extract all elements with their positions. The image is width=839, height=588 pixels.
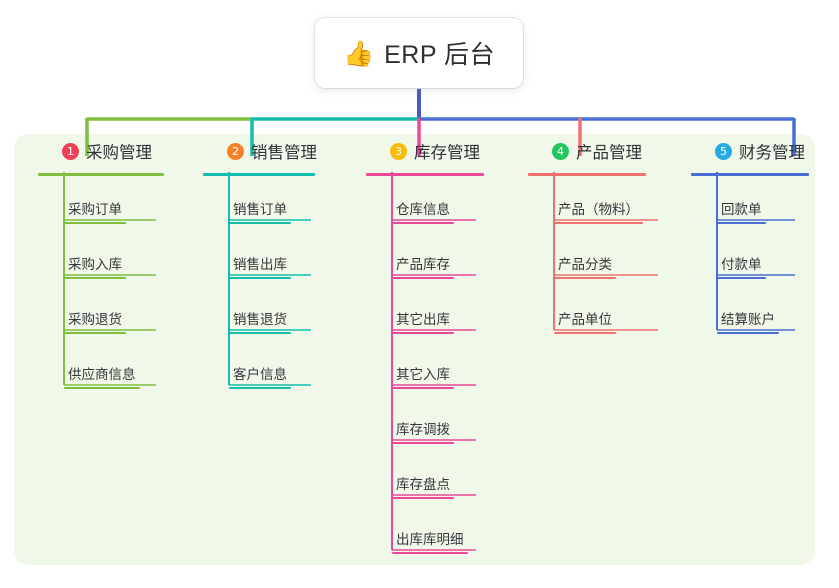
branch-title: 产品管理 — [576, 144, 642, 162]
branch-title: 采购管理 — [86, 144, 152, 162]
leaf-node[interactable]: 客户信息 — [229, 363, 291, 389]
leaf-node-label: 客户信息 — [233, 367, 287, 382]
leaf-node[interactable]: 库存盘点 — [392, 473, 454, 499]
leaf-node-underline — [64, 332, 126, 334]
branch-title-underline — [528, 173, 646, 176]
leaf-node-label: 回款单 — [721, 202, 762, 217]
branch-title: 库存管理 — [414, 144, 480, 162]
leaf-node-underline — [554, 332, 616, 334]
branch-title: 财务管理 — [739, 144, 805, 162]
leaf-node[interactable]: 销售出库 — [229, 253, 291, 279]
leaf-node-label: 采购退货 — [68, 312, 122, 327]
branch-title-underline — [366, 173, 484, 176]
leaf-node[interactable]: 销售退货 — [229, 308, 291, 334]
branch-number-badge-icon: 1 — [62, 142, 79, 160]
leaf-node-label: 库存调拨 — [396, 422, 450, 437]
leaf-node-label: 采购入库 — [68, 257, 122, 272]
leaf-node[interactable]: 采购订单 — [64, 198, 126, 224]
branch-number-badge-icon: 2 — [227, 142, 244, 160]
branch-title-underline — [38, 173, 164, 176]
leaf-node-label: 其它入库 — [396, 367, 450, 382]
branch-column-2: 2 销售管理销售订单销售出库销售退货客户信息 — [203, 134, 317, 389]
leaf-node-label: 其它出库 — [396, 312, 450, 327]
leaf-node-underline — [392, 277, 454, 279]
root-node[interactable]: 👍 ERP 后台 — [315, 18, 523, 88]
leaf-node[interactable]: 其它出库 — [392, 308, 454, 334]
branch-header-3[interactable]: 3 库存管理 — [366, 134, 484, 168]
leaf-node-label: 销售出库 — [233, 257, 287, 272]
leaf-node-underline — [392, 332, 454, 334]
leaf-node-underline — [64, 222, 126, 224]
leaf-node-label: 产品库存 — [396, 257, 450, 272]
leaf-node[interactable]: 回款单 — [717, 198, 766, 224]
leaf-node[interactable]: 采购退货 — [64, 308, 126, 334]
leaf-node-label: 库存盘点 — [396, 477, 450, 492]
leaf-node-label: 产品分类 — [558, 257, 612, 272]
leaf-node-label: 销售退货 — [233, 312, 287, 327]
leaf-node[interactable]: 产品单位 — [554, 308, 616, 334]
branch-header-2[interactable]: 2 销售管理 — [203, 134, 317, 168]
leaf-node[interactable]: 其它入库 — [392, 363, 454, 389]
leaf-node-underline — [229, 277, 291, 279]
branch-column-5: 5 财务管理回款单付款单结算账户 — [691, 134, 809, 334]
leaf-node[interactable]: 产品库存 — [392, 253, 454, 279]
leaf-node-label: 付款单 — [721, 257, 762, 272]
leaf-node[interactable]: 产品分类 — [554, 253, 616, 279]
leaf-node[interactable]: 付款单 — [717, 253, 766, 279]
branch-header-4[interactable]: 4 产品管理 — [528, 134, 646, 168]
leaf-node-label: 结算账户 — [721, 312, 775, 327]
leaf-node-underline — [229, 387, 291, 389]
leaf-node-label: 仓库信息 — [396, 202, 450, 217]
leaf-node[interactable]: 采购入库 — [64, 253, 126, 279]
branch-columns: 1 采购管理采购订单采购入库采购退货供应商信息 2 销售管理销售订单销售出库销售退货客… — [14, 134, 815, 565]
branch-number-badge-icon: 3 — [390, 142, 407, 160]
leaf-node-underline — [554, 222, 643, 224]
branch-title-underline — [203, 173, 315, 176]
root-node-label: ERP 后台 — [384, 41, 496, 69]
leaf-node[interactable]: 结算账户 — [717, 308, 779, 334]
leaf-node-underline — [64, 277, 126, 279]
leaf-node-underline — [392, 442, 454, 444]
leaf-node-underline — [392, 387, 454, 389]
branch-header-5[interactable]: 5 财务管理 — [691, 134, 809, 168]
branch-title-underline — [691, 173, 809, 176]
diagram-body-panel — [14, 134, 815, 565]
thumbs-up-icon: 👍 — [342, 38, 375, 68]
branch-column-4: 4 产品管理产品（物料） 产品分类产品单位 — [528, 134, 646, 334]
leaf-node-underline — [64, 387, 140, 389]
leaf-node-label: 销售订单 — [233, 202, 287, 217]
leaf-node[interactable]: 销售订单 — [229, 198, 291, 224]
branch-column-1: 1 采购管理采购订单采购入库采购退货供应商信息 — [38, 134, 164, 389]
leaf-node-underline — [554, 277, 616, 279]
leaf-node-underline — [392, 222, 454, 224]
leaf-node[interactable]: 供应商信息 — [64, 363, 140, 389]
leaf-node-label: 供应商信息 — [68, 367, 136, 382]
leaf-node[interactable]: 库存调拨 — [392, 418, 454, 444]
branch-header-1[interactable]: 1 采购管理 — [38, 134, 164, 168]
leaf-node[interactable]: 仓库信息 — [392, 198, 454, 224]
leaf-node-underline — [717, 332, 779, 334]
branch-title: 销售管理 — [251, 144, 317, 162]
branch-column-3: 3 库存管理仓库信息产品库存其它出库其它入库库存调拨库存盘点出库库明细 — [366, 134, 484, 554]
branch-number-badge-icon: 4 — [552, 142, 569, 160]
leaf-node[interactable]: 出库库明细 — [392, 528, 468, 554]
leaf-node-underline — [229, 332, 291, 334]
leaf-node-underline — [229, 222, 291, 224]
leaf-node-label: 采购订单 — [68, 202, 122, 217]
leaf-node-underline — [717, 222, 766, 224]
leaf-node-underline — [392, 552, 468, 554]
leaf-node[interactable]: 产品（物料） — [554, 198, 643, 224]
leaf-node-label: 产品单位 — [558, 312, 612, 327]
leaf-node-label: 出库库明细 — [396, 532, 464, 547]
leaf-node-label: 产品（物料） — [558, 202, 639, 217]
branch-number-badge-icon: 5 — [715, 142, 732, 160]
leaf-node-underline — [392, 497, 454, 499]
leaf-node-underline — [717, 277, 766, 279]
